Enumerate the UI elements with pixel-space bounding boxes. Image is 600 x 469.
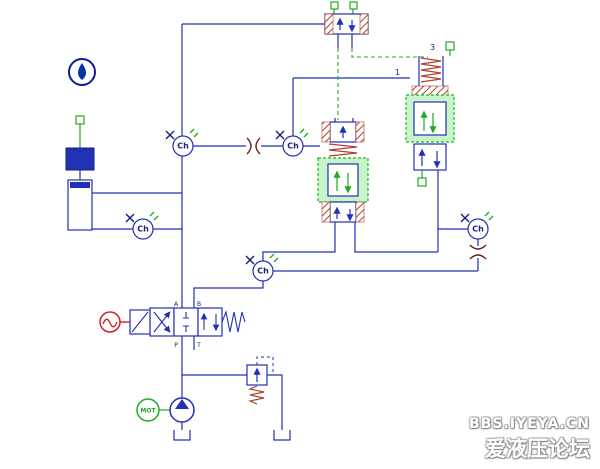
hatch bbox=[321, 121, 331, 143]
signal-port-icon bbox=[330, 1, 339, 10]
signal-lines[interactable] bbox=[159, 48, 428, 411]
sequence-valve[interactable]: 3 1 bbox=[395, 41, 455, 187]
hydraulic-lines[interactable] bbox=[92, 23, 479, 430]
pressure-compensator[interactable] bbox=[317, 118, 369, 240]
port-label-a: A bbox=[174, 301, 179, 308]
signal-port-icon bbox=[417, 177, 427, 187]
hatch bbox=[324, 13, 334, 35]
pilot-valve[interactable] bbox=[324, 1, 369, 48]
signal-port-icon bbox=[445, 41, 455, 51]
port-label-b: B bbox=[197, 301, 201, 308]
signal-port-icon bbox=[75, 115, 85, 125]
directional-valve[interactable]: A B P T bbox=[129, 301, 246, 349]
mass-block[interactable] bbox=[65, 147, 95, 171]
check-valve[interactable] bbox=[125, 211, 159, 240]
orifice-horizontal[interactable] bbox=[246, 137, 261, 155]
spring-icon bbox=[420, 57, 442, 83]
spring-icon bbox=[328, 143, 358, 157]
spring-icon bbox=[221, 310, 246, 333]
tank[interactable] bbox=[273, 429, 291, 441]
port-label-p: P bbox=[174, 342, 178, 349]
tank[interactable] bbox=[173, 429, 191, 441]
relief-valve[interactable] bbox=[246, 356, 274, 405]
signal-port-icon bbox=[349, 1, 358, 10]
check-valve[interactable] bbox=[460, 211, 494, 240]
check-valve[interactable] bbox=[275, 128, 309, 157]
check-valve[interactable] bbox=[245, 253, 279, 282]
orifice-vertical[interactable] bbox=[469, 244, 487, 260]
port-label-t: T bbox=[196, 342, 201, 349]
watermark-site: BBS.IYEYA.CN bbox=[469, 416, 590, 432]
watermark: BBS.IYEYA.CN 爱液压论坛 bbox=[469, 416, 590, 463]
drop-icon bbox=[78, 63, 86, 80]
motor[interactable]: MOT bbox=[136, 398, 160, 422]
sine-wave-icon bbox=[102, 318, 118, 328]
node-label-3: 3 bbox=[430, 43, 435, 52]
hatch bbox=[321, 201, 331, 223]
watermark-forum-name: 爱液压论坛 bbox=[485, 437, 590, 461]
hatch bbox=[359, 13, 369, 35]
hatch bbox=[355, 201, 365, 223]
hatch bbox=[355, 121, 365, 143]
signal-source[interactable] bbox=[99, 311, 121, 333]
node-label-1: 1 bbox=[395, 68, 400, 77]
motor-label: MOT bbox=[140, 408, 156, 415]
pump-triangle-icon bbox=[175, 399, 189, 409]
fluid-properties-icon[interactable] bbox=[68, 58, 96, 86]
piston bbox=[70, 182, 90, 188]
hydraulic-cylinder[interactable] bbox=[65, 115, 95, 231]
spring-icon bbox=[248, 385, 265, 405]
pump[interactable] bbox=[169, 397, 195, 423]
